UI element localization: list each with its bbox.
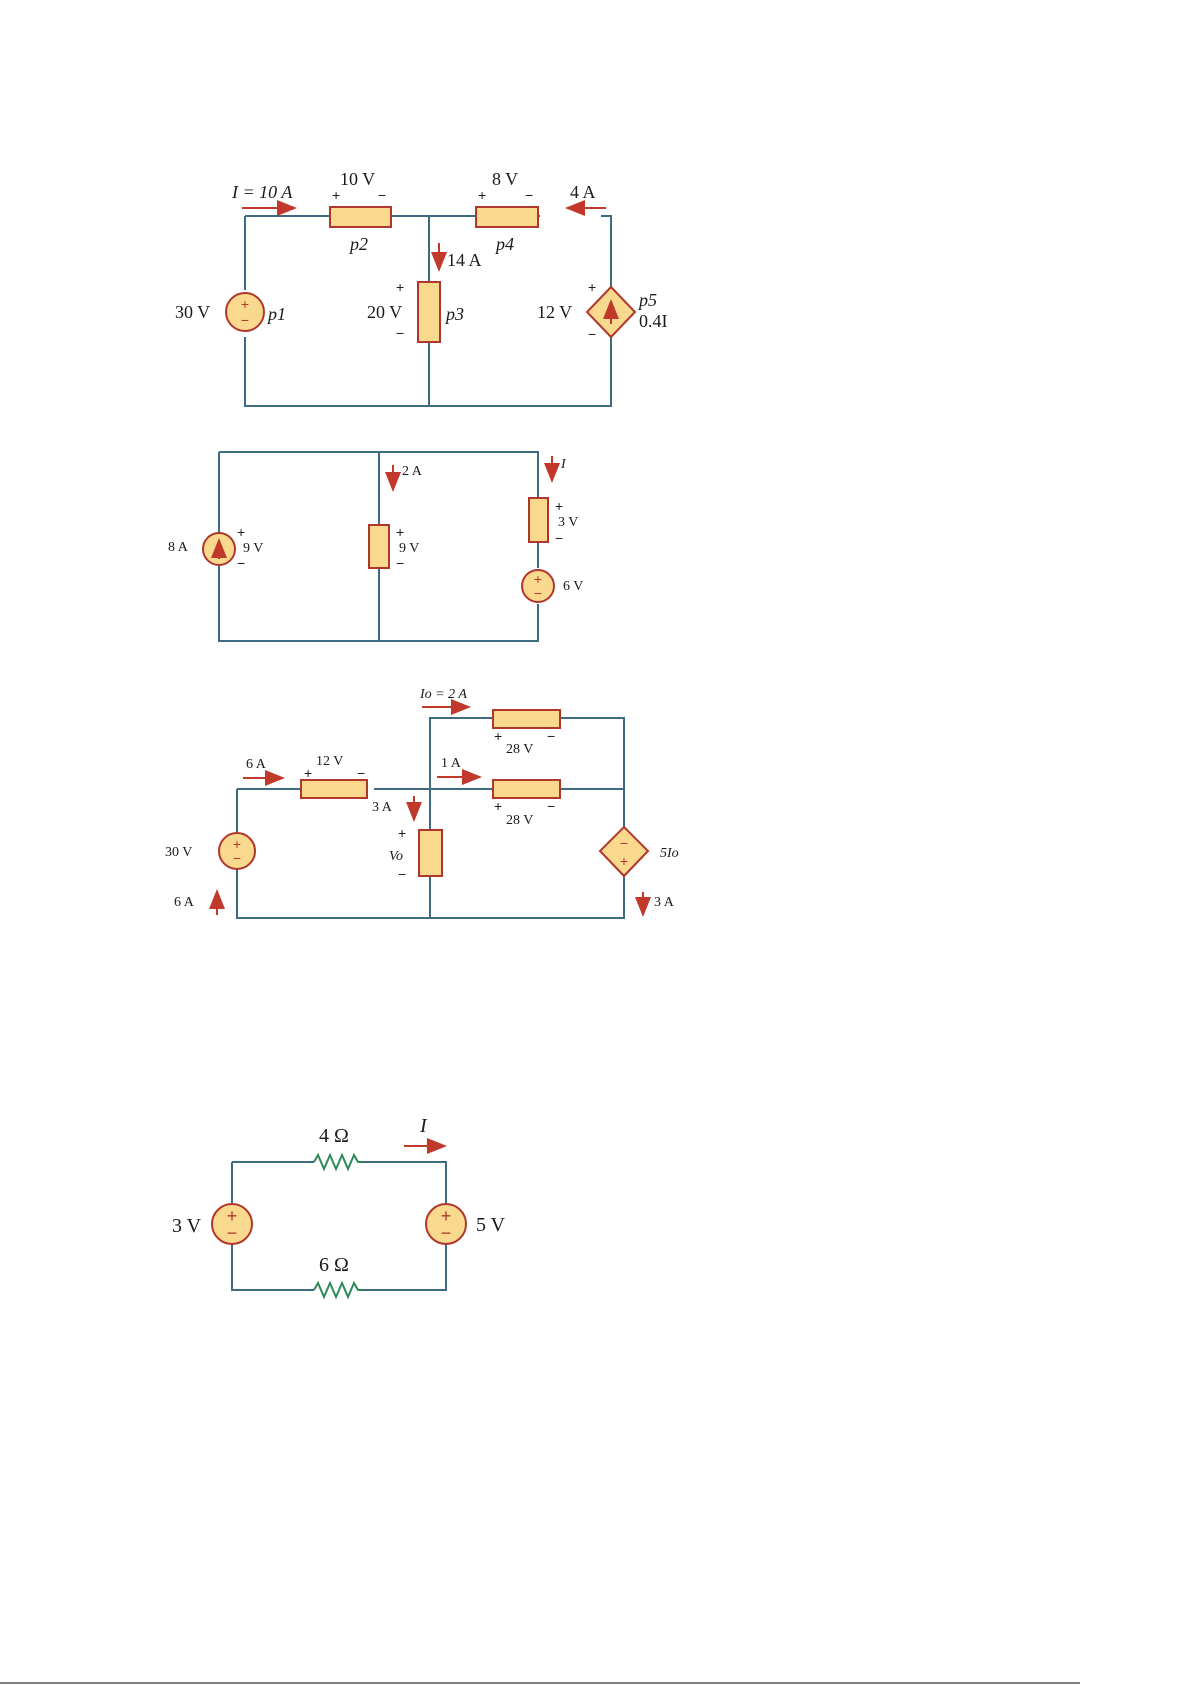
dependent-source-label: 0.4I (639, 311, 668, 331)
element-right (529, 498, 548, 542)
plus-sign: + (396, 279, 404, 295)
current-label: Io = 2 A (419, 687, 467, 702)
voltage-label: 3 V (172, 1215, 202, 1237)
plus-sign: + (555, 498, 563, 514)
power-label: p3 (444, 304, 464, 324)
plus-sign: + (241, 296, 249, 312)
minus-sign: − (398, 866, 406, 882)
minus-sign: − (441, 1223, 452, 1243)
plus-sign: + (478, 187, 486, 203)
minus-sign: − (620, 835, 628, 851)
minus-sign: − (555, 530, 563, 546)
minus-sign: − (378, 187, 386, 203)
plus-sign: + (332, 187, 340, 203)
current-label: 2 A (402, 464, 423, 479)
voltage-label: 30 V (175, 302, 210, 322)
voltage-label: 3 V (558, 515, 578, 530)
voltage-label: 30 V (165, 845, 192, 860)
current-label: 3 A (654, 895, 675, 910)
minus-sign: − (588, 326, 596, 342)
resistor-icon (314, 1155, 362, 1169)
current-label: 6 A (174, 895, 195, 910)
current-label: 1 A (441, 756, 462, 771)
power-label: p2 (348, 234, 368, 254)
plus-sign: + (494, 798, 502, 814)
circuit-3: + − − + Io = 2 A + − 28 V 6 A 12 V + − 1… (165, 687, 679, 918)
minus-sign: − (547, 798, 555, 814)
power-label: p4 (494, 234, 514, 254)
resistor-label: 6 Ω (319, 1254, 349, 1276)
current-label: I (419, 1115, 428, 1137)
minus-sign: − (396, 325, 404, 341)
voltage-label: 9 V (399, 541, 419, 556)
voltage-label: 8 V (492, 169, 518, 189)
voltage-label: 10 V (340, 169, 375, 189)
power-label: p5 (637, 290, 657, 310)
resistor-icon (314, 1283, 362, 1297)
circuit-1: + − I = 10 A 10 V + − 8 V + − 4 A p2 p4 … (175, 169, 668, 406)
voltage-label: 28 V (506, 813, 533, 828)
minus-sign: − (534, 585, 542, 601)
element-p2 (330, 207, 391, 227)
minus-sign: − (241, 312, 249, 328)
circuit-2: + − 2 A I 8 A + 9 V − + 9 V − + 3 V − 6 … (168, 452, 583, 641)
plus-sign: + (494, 728, 502, 744)
voltage-label: 9 V (243, 541, 263, 556)
current-label: 3 A (372, 800, 393, 815)
plus-sign: + (620, 853, 628, 869)
voltage-label: 28 V (506, 742, 533, 757)
minus-sign: − (357, 765, 365, 781)
element-p4 (476, 207, 538, 227)
voltage-label: 5 V (476, 1214, 506, 1236)
element-top (493, 710, 560, 728)
current-label: 6 A (246, 757, 267, 772)
minus-sign: − (547, 728, 555, 744)
minus-sign: − (227, 1223, 238, 1243)
voltage-label: 12 V (316, 754, 343, 769)
resistor-label: 4 Ω (319, 1125, 349, 1147)
plus-sign: + (304, 765, 312, 781)
current-label: 4 A (570, 182, 596, 202)
circuit-4: + − + − 4 Ω I 3 V 5 V 6 Ω (172, 1115, 506, 1297)
voltage-label: Vo (389, 849, 403, 864)
minus-sign: − (396, 555, 404, 571)
plus-sign: + (396, 524, 404, 540)
element-middle (493, 780, 560, 798)
plus-sign: + (398, 825, 406, 841)
voltage-label: 20 V (367, 302, 402, 322)
current-label: 14 A (447, 250, 482, 270)
power-label: p1 (266, 304, 286, 324)
plus-sign: + (237, 524, 245, 540)
element-left (301, 780, 367, 798)
element-p3 (418, 282, 440, 342)
minus-sign: − (233, 850, 241, 866)
current-label: 8 A (168, 540, 189, 555)
current-label: I (560, 457, 567, 472)
element-mid (369, 525, 389, 568)
element-vo (419, 830, 442, 876)
dependent-source-label: 5Io (660, 846, 679, 861)
plus-sign: + (588, 279, 596, 295)
voltage-label: 6 V (563, 579, 583, 594)
minus-sign: − (237, 555, 245, 571)
voltage-label: 12 V (537, 302, 572, 322)
current-label: I = 10 A (231, 182, 293, 202)
minus-sign: − (525, 187, 533, 203)
